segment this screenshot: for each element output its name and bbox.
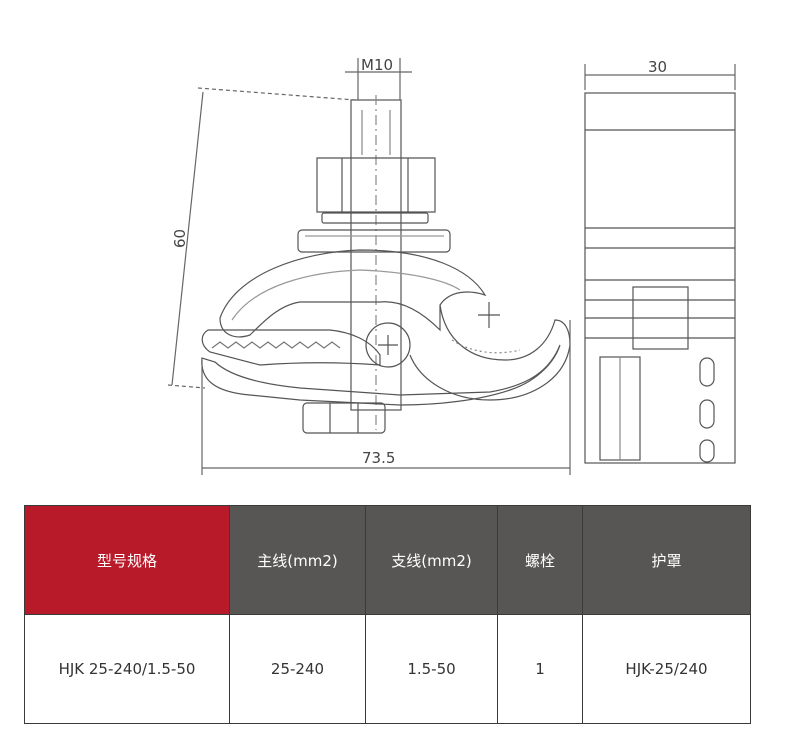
washer-lower	[297, 229, 451, 253]
cell-main-line: 25-240	[229, 614, 366, 724]
clamp-technical-drawing: M10 30 60 73.5	[167, 56, 736, 475]
cell-cover: HJK-25/240	[582, 614, 751, 724]
header-model: 型号规格	[24, 505, 230, 615]
dim-height-label: 60	[171, 229, 189, 248]
header-branch-line: 支线(mm2)	[365, 505, 498, 615]
side-view-window	[632, 286, 689, 350]
spec-table: 型号规格 主线(mm2) 支线(mm2) 螺栓 护罩 HJK 25-240/1.…	[24, 505, 751, 724]
dim-bolt-label: M10	[361, 56, 393, 74]
washer-top	[321, 212, 429, 224]
dim-width-label: 30	[648, 58, 667, 76]
hex-nut	[316, 157, 436, 213]
dim-length-label: 73.5	[362, 449, 395, 467]
upper-jaw	[219, 249, 487, 338]
bottom-body	[201, 344, 561, 406]
hook	[409, 304, 571, 401]
lower-jaw	[201, 329, 381, 366]
header-bolt: 螺栓	[497, 505, 583, 615]
table-header-row: 型号规格 主线(mm2) 支线(mm2) 螺栓 护罩	[24, 505, 751, 615]
pivot-circle	[365, 322, 411, 368]
side-view-body	[584, 92, 736, 464]
header-cover: 护罩	[582, 505, 751, 615]
cell-branch-line: 1.5-50	[365, 614, 498, 724]
cell-bolt: 1	[497, 614, 583, 724]
bottom-nut	[302, 402, 386, 434]
cell-model: HJK 25-240/1.5-50	[24, 614, 230, 724]
table-row: HJK 25-240/1.5-50 25-240 1.5-50 1 HJK-25…	[24, 614, 751, 724]
header-main-line: 主线(mm2)	[229, 505, 366, 615]
